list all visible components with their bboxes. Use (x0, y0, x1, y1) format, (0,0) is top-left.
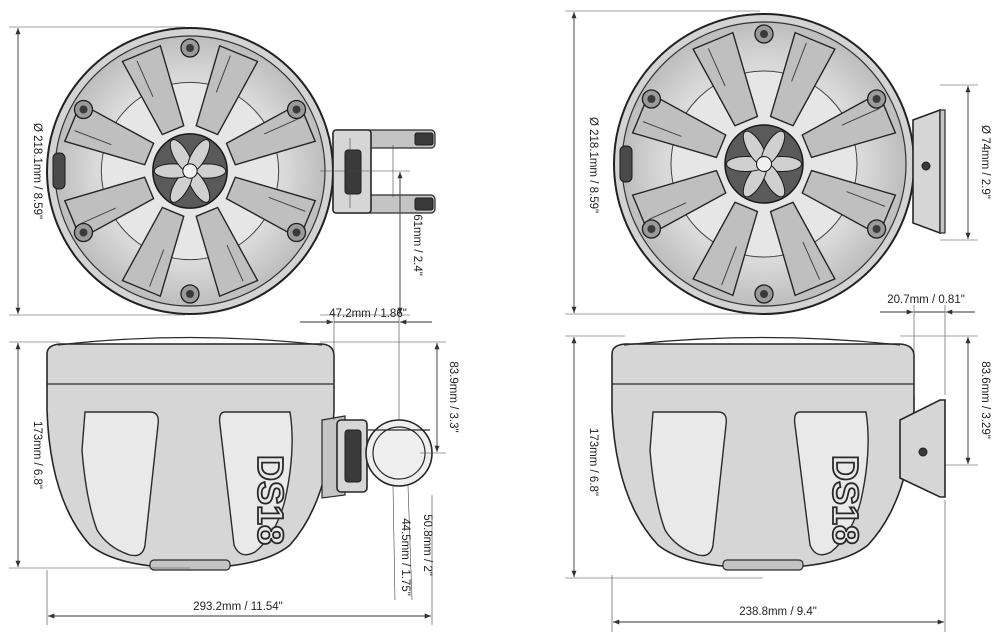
mount-depth-label: 20.7mm / 0.81" (887, 294, 965, 306)
left-dimensions: Ø 218.1mm / 8.59" 61mm / 2.4" 47.2mm / 1… (9, 26, 459, 625)
brand-badge (619, 145, 633, 183)
grill-spoke-detail (149, 249, 165, 287)
right-front-view (613, 13, 946, 315)
grill-spoke-detail (791, 42, 807, 82)
hub-center (182, 163, 198, 179)
grill-spoke (692, 201, 759, 297)
grill-spoke (769, 201, 836, 297)
grill-spoke (692, 31, 759, 127)
grill-spoke-detail (648, 202, 687, 221)
grill-spoke-detail (136, 60, 154, 97)
screw-head (647, 225, 656, 233)
hub-center (756, 156, 772, 172)
screw-head (760, 290, 768, 298)
grill-spoke-detail (721, 246, 737, 286)
grill-spoke-detail (268, 196, 306, 212)
screw-head (647, 95, 656, 103)
grill-spoke-detail (841, 107, 880, 126)
speaker-grill-front (46, 27, 334, 315)
mount-offset-label: 61mm / 2.4" (411, 214, 423, 276)
tube-large-label: 50.8mm / 2" (421, 514, 433, 576)
grill-spoke-detail (642, 121, 682, 137)
grill-spoke (225, 102, 317, 166)
screw-head (79, 105, 88, 114)
right-side-view: DS18 (611, 336, 946, 571)
grill-spoke (121, 44, 185, 136)
speaker-grill-front (613, 13, 915, 315)
brand-logo: DS18 (250, 455, 291, 545)
left-side-view: DS18 (46, 336, 433, 571)
grill-spoke-detail (802, 241, 821, 280)
screw-head (872, 225, 881, 233)
brand-logo: DS18 (825, 455, 866, 545)
grill-spoke-detail (79, 207, 116, 225)
clamp-width-label: 47.2mm / 1.86" (329, 308, 407, 320)
right-dimensions: Ø 218.1mm / 8.59" Ø 74mm / 2.9" 20.7mm /… (565, 10, 991, 632)
screw-head (292, 105, 301, 114)
clamp-mount-side (321, 415, 433, 499)
right-side-top-height-label: 83.6mm / 3.29" (979, 361, 991, 439)
brand-badge (52, 152, 66, 190)
grill-spoke-detail (74, 130, 112, 146)
grill-spoke (769, 31, 836, 127)
left-total-depth-label: 293.2mm / 11.54" (193, 601, 283, 613)
left-front-diameter-label: Ø 218.1mm / 8.59" (31, 123, 43, 219)
grill-spoke (801, 92, 897, 159)
grill-spoke (195, 44, 259, 136)
grill-spoke-detail (707, 48, 726, 87)
left-front-view (46, 27, 436, 315)
grill-spoke (63, 176, 155, 240)
left-side-height-label: 173mm / 6.8" (31, 421, 43, 489)
tube-small-label: 44.5mm / 1.75" (399, 518, 411, 596)
flange-mount-front (912, 108, 946, 235)
screw-head (186, 290, 194, 298)
grill-spoke-detail (215, 55, 231, 93)
screw-head (760, 30, 768, 38)
screw-head (872, 95, 881, 103)
grill-spoke-detail (264, 117, 301, 135)
mount-diameter-label: Ø 74mm / 2.9" (979, 125, 991, 199)
right-total-depth-label: 238.8mm / 9.4" (739, 606, 817, 618)
grill-spoke (121, 206, 185, 298)
grill-spoke (631, 169, 727, 236)
screw-head (79, 228, 88, 237)
grill-spoke-detail (226, 245, 244, 282)
grill-spoke-detail (846, 191, 886, 207)
right-side-height-label: 173mm / 6.8" (587, 428, 599, 496)
screw-head (186, 44, 194, 52)
right-front-diameter-label: Ø 218.1mm / 8.59" (587, 117, 599, 213)
left-side-top-height-label: 83.9mm / 3.3" (447, 361, 459, 432)
screw-head (292, 228, 301, 237)
grill-spoke (195, 206, 259, 298)
flange-mount-side (899, 399, 946, 498)
clamp-mount-front (332, 129, 436, 214)
